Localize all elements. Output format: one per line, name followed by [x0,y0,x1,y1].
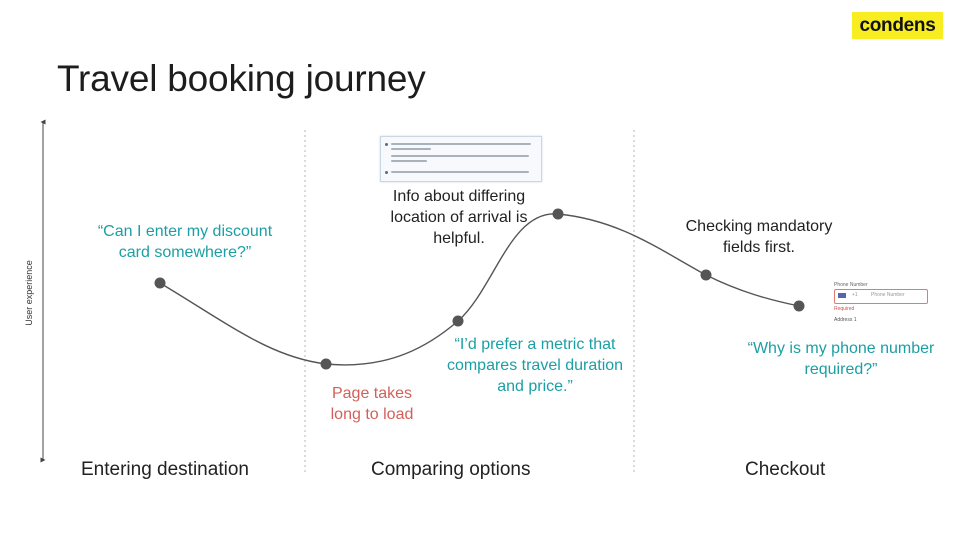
phase-entering-destination: Entering destination [81,459,249,480]
phase-comparing-options: Comparing options [371,459,531,480]
condens-logo: condens [852,12,943,39]
note-arrival-info: Info about differing location of arrival… [390,188,528,247]
point-slow-load [320,358,332,370]
thumbnail-placeholder: Phone Number [871,292,905,298]
page-title: Travel booking journey [57,58,426,99]
thumbnail-line [391,143,531,145]
thumbnail-bullet [385,143,388,146]
note-mandatory: Checking mandatory fields first. [685,218,833,256]
note-slow-load: Page takes long to load [330,385,414,423]
thumbnail-bullet [385,171,388,174]
point-discount [154,277,166,289]
point-mandatory [700,269,712,281]
y-axis-label: User experience [24,260,34,326]
logo-text: condens [859,14,936,36]
thumbnail-country-code: +1 [852,292,858,298]
thumbnail-field-label: Phone Number [834,282,868,288]
point-arrival-info [552,208,564,220]
note-phone: “Why is my phone number required?” [747,340,935,378]
thumbnail-line [391,148,431,150]
point-phone [793,300,805,312]
thumbnail-required-error: Required [834,306,855,312]
thumbnail-line [391,171,529,173]
phone-field-thumbnail: Phone Number +1 Phone Number Required Ad… [826,272,932,326]
note-metric: “I’d prefer a metric that compares trave… [446,336,624,395]
arrival-info-thumbnail [380,136,542,182]
thumbnail-line [391,160,427,162]
thumbnail-phone-input [834,289,928,304]
point-metric [452,315,464,327]
note-discount: “Can I enter my discount card somewhere?… [97,223,273,261]
us-flag-icon [838,293,846,298]
phase-checkout: Checkout [745,459,826,480]
thumbnail-line [391,155,529,157]
thumbnail-next-field: Address 1 [834,317,857,323]
